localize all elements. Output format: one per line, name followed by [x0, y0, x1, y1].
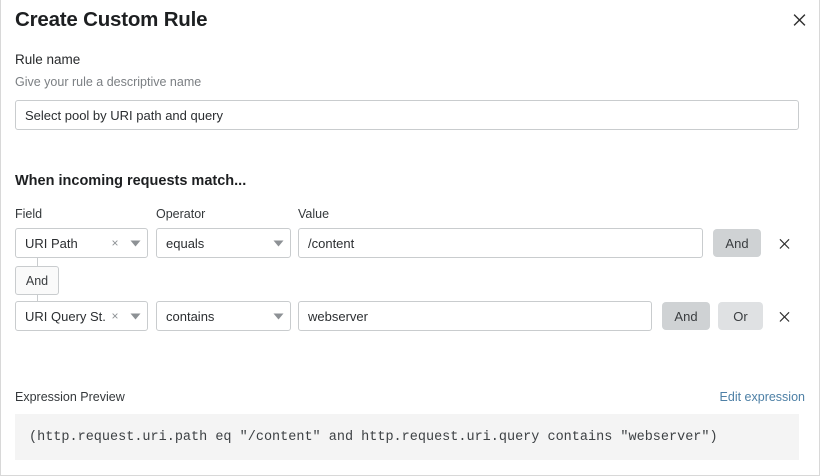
- clear-x-icon[interactable]: ×: [111, 236, 119, 250]
- edit-expression-link[interactable]: Edit expression: [719, 390, 805, 404]
- column-label-field: Field: [15, 207, 43, 221]
- operator-select[interactable]: contains: [156, 301, 291, 331]
- rule-name-label: Rule name: [15, 52, 81, 67]
- operator-select-value: equals: [166, 235, 205, 251]
- rule-name-hint: Give your rule a descriptive name: [15, 75, 202, 89]
- field-select[interactable]: URI Path ×: [15, 228, 148, 258]
- condition-row: URI Path × equals And: [1, 228, 820, 262]
- chevron-down-icon[interactable]: [266, 240, 290, 247]
- condition-row: URI Query St... × contains And Or: [1, 301, 820, 335]
- condition-connector: And: [15, 258, 135, 304]
- expression-preview-code: (http.request.uri.path eq "/content" and…: [15, 414, 799, 460]
- operator-select-value: contains: [166, 308, 215, 324]
- chevron-down-icon[interactable]: [266, 313, 290, 320]
- clear-x-icon[interactable]: ×: [111, 309, 119, 323]
- connector-line-bottom: [37, 295, 38, 304]
- connector-and-badge[interactable]: And: [15, 266, 59, 295]
- expression-preview-label: Expression Preview: [15, 390, 125, 404]
- add-and-condition-button[interactable]: And: [713, 229, 761, 257]
- value-input[interactable]: [298, 301, 652, 331]
- delete-row-icon[interactable]: [774, 306, 794, 326]
- column-label-value: Value: [298, 207, 330, 221]
- add-and-condition-button[interactable]: And: [662, 302, 710, 330]
- conditions-section-heading: When incoming requests match...: [15, 173, 247, 189]
- chevron-down-icon[interactable]: [123, 240, 147, 247]
- connector-line-top: [37, 258, 38, 266]
- delete-row-icon[interactable]: [774, 233, 794, 253]
- column-label-operator: Operator: [156, 207, 206, 221]
- value-input[interactable]: [298, 228, 703, 258]
- field-select-value: URI Path: [25, 235, 78, 251]
- operator-select[interactable]: equals: [156, 228, 291, 258]
- close-icon[interactable]: [788, 8, 810, 30]
- field-select-value: URI Query St...: [25, 308, 107, 324]
- field-select[interactable]: URI Query St... ×: [15, 301, 148, 331]
- add-or-condition-button[interactable]: Or: [718, 302, 763, 330]
- chevron-down-icon[interactable]: [123, 313, 147, 320]
- dialog-title: Create Custom Rule: [15, 8, 208, 31]
- rule-name-input[interactable]: [15, 100, 799, 130]
